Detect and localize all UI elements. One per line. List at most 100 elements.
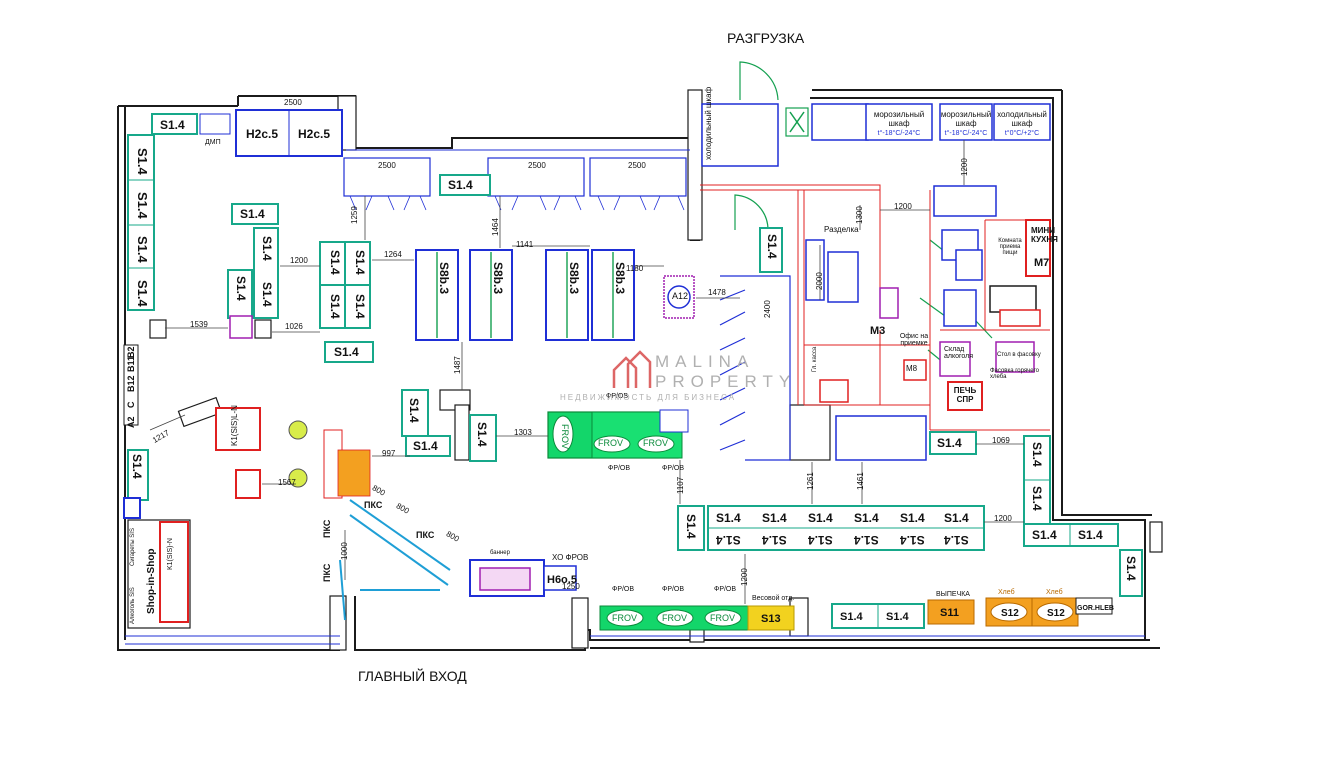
unloading-label: РАЗГРУЗКА xyxy=(727,30,805,46)
main-entrance-label: ГЛАВНЫЙ ВХОД xyxy=(358,668,467,684)
bakery-label: ВЫПЕЧКА xyxy=(936,591,970,598)
cash-label: Гл. касса xyxy=(812,346,818,372)
dim-1259: 1259 xyxy=(350,206,359,224)
s14-right-v-2: S1.4 xyxy=(1030,486,1044,511)
m7-label: M7 xyxy=(1034,257,1050,269)
gondola-s8-2: S8b.3 xyxy=(491,262,505,295)
shelf-s14-island9: S1.4 xyxy=(334,345,359,359)
shelf-label-top: S1.4 xyxy=(160,118,185,132)
dim-1250: 1250 xyxy=(562,582,580,591)
frov-ov-2: ФР/ОВ xyxy=(662,586,685,593)
fridge-vert-label: холодильный шкаф xyxy=(704,86,713,160)
k1-label: K1(SIS)-N xyxy=(167,538,174,570)
fridge-temp: t°0°C/+2°C xyxy=(1004,130,1040,137)
bread-label-2: Хлеб xyxy=(1046,589,1063,596)
shelf-s14-island7: S1.4 xyxy=(328,294,342,319)
bottom-frov: S13 xyxy=(599,605,795,631)
shelf-s14-l2: S1.4 xyxy=(135,192,150,219)
s14-right-row-9: S1.4 xyxy=(808,533,833,547)
dim-2000: 2000 xyxy=(815,272,824,290)
dim-997: 997 xyxy=(382,449,396,458)
s12-b: S12 xyxy=(1047,608,1065,619)
dim-1200a: 1200 xyxy=(290,256,308,265)
packing2-label: Фасовка горячего хлеба xyxy=(990,368,1040,380)
shelf-s14-l4: S1.4 xyxy=(135,280,150,307)
shop-in-shop xyxy=(123,449,191,629)
h6-label: H6o.5 xyxy=(547,574,577,586)
frov-ov-1: ФР/ОВ xyxy=(612,586,635,593)
cigarettes-label: Сигареты SIS xyxy=(130,528,136,566)
mid-s14-3: S1.4 xyxy=(475,422,489,447)
freezer-h2c5: H2c.5 H2c.5 2500 xyxy=(235,98,343,157)
door-symbol xyxy=(785,107,809,137)
shelf-s14-top-mid: S1.4 xyxy=(448,178,473,192)
right-shelf-rows xyxy=(677,431,1143,597)
gondola-s8-3: S8b.3 xyxy=(567,262,581,295)
bottom-frov-1: FROV xyxy=(612,613,638,623)
weighing-label: Весовой отд. xyxy=(752,595,795,602)
gondola-s8-4: S8b.3 xyxy=(613,262,627,295)
kitchen-red-items xyxy=(819,309,1041,403)
shelf-s14-island6: S1.4 xyxy=(353,250,367,275)
shop-in-shop-label: Shop-in-Shop xyxy=(146,548,157,614)
gondola-s8-1: S8b.3 xyxy=(437,262,451,295)
m8-label: M8 xyxy=(906,364,918,373)
s14-right-row-1: S1.4 xyxy=(716,511,741,525)
back-rooms xyxy=(700,184,1050,431)
alcohol-label: Алкоголь SIS xyxy=(130,587,136,624)
dim-1261: 1261 xyxy=(806,472,815,490)
tile-c: C xyxy=(126,401,136,409)
s14-right-row-11: S1.4 xyxy=(900,533,925,547)
ho-frov-label: ХО ФРОВ xyxy=(552,553,589,562)
dim-1567: 1567 xyxy=(278,478,296,487)
s13-label: S13 xyxy=(761,613,781,625)
s14-right-row-4: S1.4 xyxy=(854,511,879,525)
s14-far-right: S1.4 xyxy=(1124,556,1138,581)
s14-end-cap: S1.4 xyxy=(684,514,698,539)
nkc-2: ПКС xyxy=(416,530,435,540)
cutting-label: Разделка xyxy=(824,225,859,234)
bottom-s14-b: S1.4 xyxy=(886,611,910,623)
diagonal-rail xyxy=(339,499,451,621)
s14-right-row-2: S1.4 xyxy=(762,511,787,525)
windows xyxy=(125,149,1145,645)
mid-s14-2: S1.4 xyxy=(413,439,438,453)
frov-ov-4: ФР/ОВ xyxy=(608,465,631,472)
frov-island xyxy=(547,409,689,459)
column-tiles xyxy=(123,344,139,426)
frov-ov-5: ФР/ОВ xyxy=(662,465,685,472)
s14-right-row-8: S1.4 xyxy=(762,533,787,547)
dim-1069: 1069 xyxy=(992,436,1010,445)
kitchen-label: МИНИ КУХНЯ xyxy=(1031,226,1058,244)
shelf-s14-island1: S1.4 xyxy=(240,207,265,221)
s14-right-row-6: S1.4 xyxy=(944,511,969,525)
dim-2500d: 2500 xyxy=(284,98,302,107)
back-coolers xyxy=(701,103,1051,217)
dim-1300: 1300 xyxy=(855,206,864,224)
tile-a2: A2 xyxy=(126,416,136,428)
k1b-label: K1(SIS)L-N xyxy=(230,405,239,446)
shelf-s14-island4: S1.4 xyxy=(234,276,248,301)
h2-left-label: H2c.5 xyxy=(246,127,278,141)
dim-1487: 1487 xyxy=(453,356,462,374)
tile-b12: B12 xyxy=(126,375,136,392)
dim-1478: 1478 xyxy=(708,288,726,297)
freezer1-title: морозильный шкаф xyxy=(873,110,925,128)
s14-right-h-1: S1.4 xyxy=(1032,528,1057,542)
oven-label: ПЕЧЬ СПР xyxy=(953,386,977,404)
frov-2: FROV xyxy=(643,438,669,448)
nkc-1: ПКС xyxy=(364,500,383,510)
freezer2-temp: t°-18°C/-24°C xyxy=(944,130,988,137)
dim-1000: 1000 xyxy=(340,542,349,560)
dim-2500b: 2500 xyxy=(528,161,546,170)
shelf-s14-island2: S1.4 xyxy=(260,236,274,261)
frov-ov-3: ФР/ОВ xyxy=(714,586,737,593)
shelf-s14-right-v: S1.4 xyxy=(765,234,779,259)
bread-label-1: Хлеб xyxy=(998,589,1015,596)
dimension-lines xyxy=(149,140,1024,604)
dim-1200e: 1200 xyxy=(960,158,969,176)
freezer2-title: морозильный шкаф xyxy=(940,110,992,128)
